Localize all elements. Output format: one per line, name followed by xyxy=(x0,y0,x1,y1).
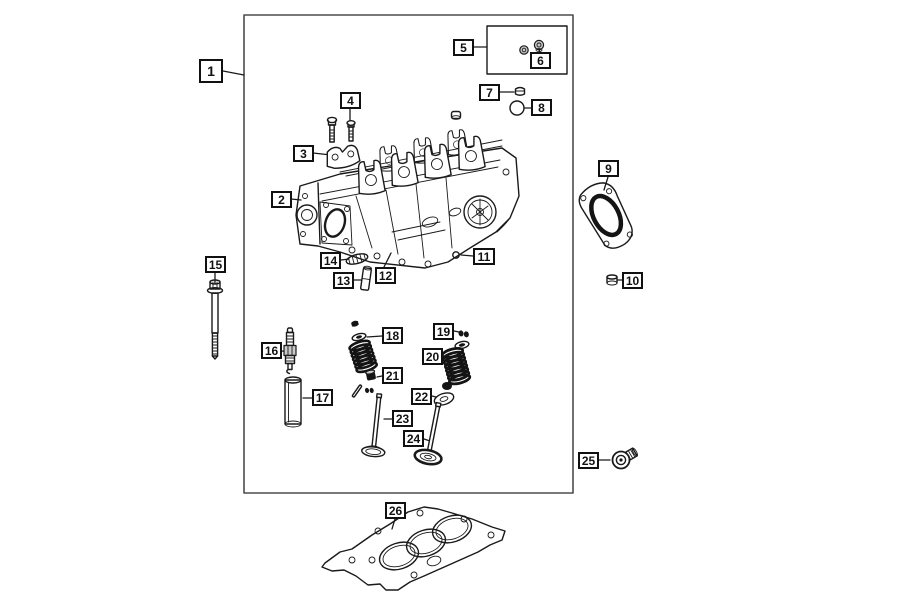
spring-seat-drawing xyxy=(433,382,455,406)
exhaust-valve-drawing xyxy=(413,401,443,466)
cap-bolt-drawing xyxy=(326,116,356,143)
seal-bushing-drawing xyxy=(606,274,618,286)
spark-plug-drawing xyxy=(283,327,297,375)
callout-19[interactable]: 19 xyxy=(433,323,454,340)
orifice-drawing xyxy=(452,251,460,259)
callout-21[interactable]: 21 xyxy=(382,367,403,384)
head-gasket-drawing xyxy=(321,506,506,591)
callout-5[interactable]: 5 xyxy=(453,39,474,56)
bearing-cap-drawing xyxy=(326,144,361,169)
callout-16[interactable]: 16 xyxy=(261,342,282,359)
valve-stem-seal-drawing xyxy=(351,369,376,398)
threaded-plug-drawing xyxy=(611,447,638,470)
port-gasket-drawing xyxy=(578,182,633,249)
callout-7[interactable]: 7 xyxy=(479,84,500,101)
callout-8[interactable]: 8 xyxy=(531,99,552,116)
core-plug-drawing xyxy=(509,100,525,116)
callout-26[interactable]: 26 xyxy=(385,502,406,519)
callout-4[interactable]: 4 xyxy=(340,92,361,109)
valve-guide-drawing xyxy=(360,265,372,291)
callout-1[interactable]: 1 xyxy=(199,59,223,83)
retainer-exhaust-drawing xyxy=(454,330,470,350)
valve-spring-left-drawing xyxy=(348,339,378,374)
intake-valve-drawing xyxy=(361,393,386,458)
main-border xyxy=(243,14,574,494)
callout-17[interactable]: 17 xyxy=(312,389,333,406)
callout-2[interactable]: 2 xyxy=(271,191,292,208)
head-bolt-drawing xyxy=(206,279,224,360)
stud-nut-drawing xyxy=(519,39,545,55)
callout-13[interactable]: 13 xyxy=(333,272,354,289)
retainer-intake-drawing xyxy=(351,320,367,342)
callout-6[interactable]: 6 xyxy=(530,52,551,69)
callout-11[interactable]: 11 xyxy=(473,248,495,265)
callout-10[interactable]: 10 xyxy=(622,272,643,289)
callout-24[interactable]: 24 xyxy=(403,430,424,447)
callout-23[interactable]: 23 xyxy=(392,410,413,427)
callout-12[interactable]: 12 xyxy=(375,267,396,284)
dowel-drawing xyxy=(450,110,462,120)
cup-plug-drawing xyxy=(514,86,526,96)
callout-22[interactable]: 22 xyxy=(411,388,432,405)
cam-towers-front xyxy=(357,135,486,195)
hardware-group-box xyxy=(486,25,568,75)
callout-25[interactable]: 25 xyxy=(578,452,599,469)
callout-14[interactable]: 14 xyxy=(320,252,341,269)
spark-plug-tube-drawing xyxy=(284,376,302,428)
cylinder-head-drawing xyxy=(295,129,520,269)
callout-9[interactable]: 9 xyxy=(598,160,619,177)
callout-18[interactable]: 18 xyxy=(382,327,403,344)
callout-20[interactable]: 20 xyxy=(422,348,443,365)
valve-spring-right-drawing xyxy=(440,346,472,386)
callout-15[interactable]: 15 xyxy=(205,256,226,273)
callout-3[interactable]: 3 xyxy=(293,145,314,162)
oval-seal-drawing xyxy=(345,253,369,265)
